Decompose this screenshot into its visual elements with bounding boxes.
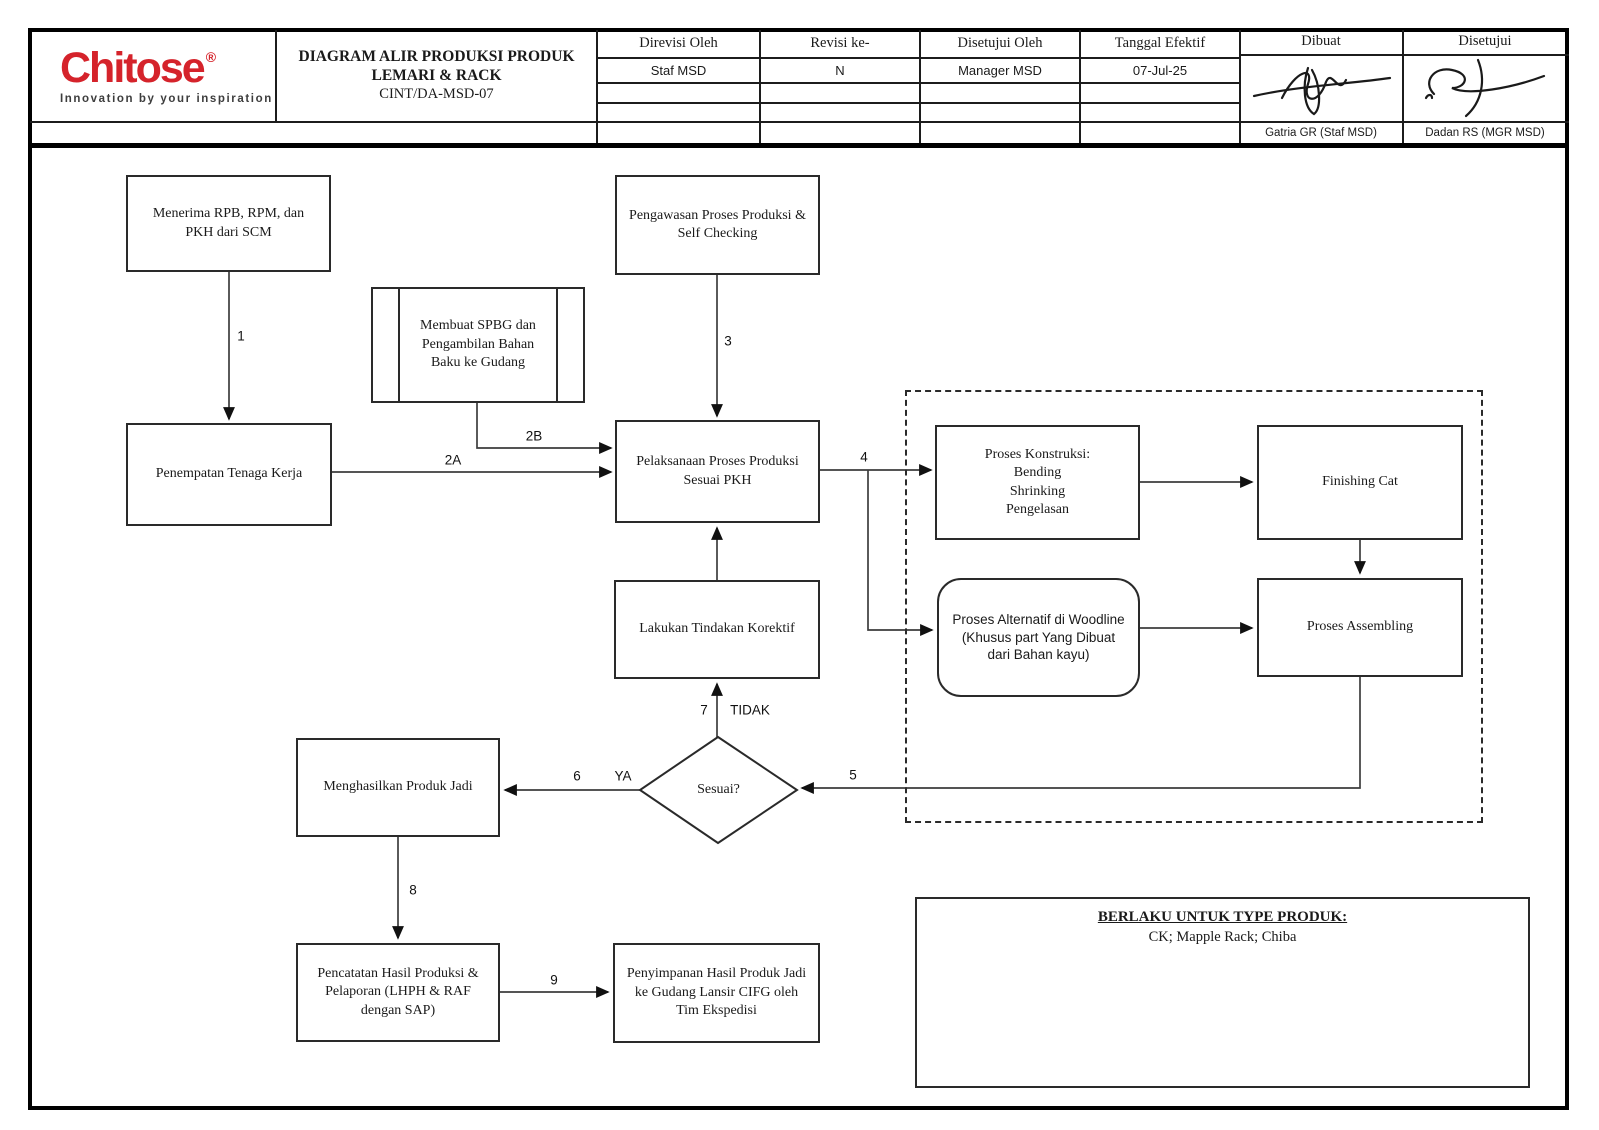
edge-label-2b: 2B (525, 428, 543, 444)
signature-dibuat (1252, 66, 1392, 116)
cell-direvisi-value: Staf MSD (650, 62, 707, 78)
node-membuat-spbg: Membuat SPBG dan Pengambilan Bahan Baku … (371, 287, 585, 403)
note-title: BERLAKU UNTUK TYPE PRODUK: (1097, 909, 1348, 925)
table-col-divider-2 (919, 30, 921, 143)
edge-2b (476, 403, 613, 454)
decision-sesuai-label: Sesuai? (697, 782, 740, 797)
node-proses-konstruksi: Proses Konstruksi: Bending Shrinking Pen… (935, 425, 1140, 540)
node-finishing-cat: Finishing Cat (1257, 425, 1463, 540)
table-row-line-2 (596, 102, 1241, 104)
edge-label-1: 1 (237, 328, 245, 344)
edge-label-4: 4 (860, 449, 868, 465)
note-body: CK; Mapple Rack; Chiba (1148, 929, 1297, 945)
node-menerima-rpb: Menerima RPB, RPM, dan PKH dari SCM (126, 175, 331, 272)
header-inner-hline (30, 121, 1569, 123)
node-pelaksanaan: Pelaksanaan Proses Produksi Sesuai PKH (615, 420, 820, 523)
node-membuat-spbg-label: Membuat SPBG dan Pengambilan Bahan Baku … (420, 318, 536, 371)
edge-label-5: 5 (849, 767, 857, 783)
brand-tagline: Innovation by your inspiration (60, 93, 273, 105)
edge-label-3: 3 (724, 333, 732, 349)
col-header-revisi: Revisi ke- (810, 35, 870, 51)
edge-label-6: 6 (573, 768, 581, 784)
edge-5 (800, 677, 1361, 794)
document-title-line1: DIAGRAM ALIR PRODUKSI PRODUK (298, 47, 575, 65)
product-type-note: BERLAKU UNTUK TYPE PRODUK: CK; Mapple Ra… (915, 897, 1530, 1088)
approval-header-underline (1239, 54, 1569, 56)
edge-label-tidak: TIDAK (730, 702, 770, 718)
brand-text: Chitose (60, 44, 206, 92)
col-header-direvisi: Direvisi Oleh (639, 35, 718, 51)
node-menghasilkan: Menghasilkan Produk Jadi (296, 738, 500, 837)
node-pengawasan: Pengawasan Proses Produksi & Self Checki… (615, 175, 820, 275)
registered-mark: ® (205, 49, 217, 65)
node-penyimpanan: Penyimpanan Hasil Produk Jadi ke Gudang … (613, 943, 820, 1043)
table-approval-divider (1239, 30, 1241, 143)
table-col-divider-1 (759, 30, 761, 143)
edge-4-woodline (867, 470, 934, 636)
document-code: CINT/DA-MSD-07 (379, 86, 494, 103)
title-table-divider (596, 30, 598, 143)
approval-header-dibuat: Dibuat (1301, 33, 1341, 49)
approval-header-disetujui: Disetujui (1458, 33, 1512, 49)
cell-disetujui-value: Manager MSD (958, 62, 1042, 78)
node-pencatatan: Pencatatan Hasil Produksi & Pelaporan (L… (296, 943, 500, 1042)
page-border (28, 28, 1569, 1110)
cell-tanggal-value: 07-Jul-25 (1132, 62, 1188, 78)
subprocess-dashed-region (905, 390, 1483, 823)
header-bottom-separator (30, 143, 1569, 148)
document-title-block: DIAGRAM ALIR PRODUKSI PRODUK LEMARI & RA… (276, 30, 597, 122)
signature-disetujui (1424, 58, 1546, 118)
table-col-divider-3 (1079, 30, 1081, 143)
node-lakukan-korektif: Lakukan Tindakan Korektif (614, 580, 820, 679)
edge-label-7: 7 (700, 702, 708, 718)
logo-title-divider (275, 30, 277, 122)
edge-label-8: 8 (409, 882, 417, 898)
document-title-line2: LEMARI & RACK (371, 66, 502, 84)
approver-name-disetujui: Dadan RS (MGR MSD) (1425, 126, 1545, 139)
node-penempatan: Penempatan Tenaga Kerja (126, 423, 332, 526)
cell-revisi-value: N (835, 62, 845, 78)
node-woodline-alternatif: Proses Alternatif di Woodline (Khusus pa… (937, 578, 1140, 697)
predefined-bar-right (556, 288, 558, 402)
edge-label-9: 9 (550, 972, 558, 988)
table-header-underline (596, 57, 1241, 59)
company-logo: Chitose ® Innovation by your inspiration (30, 30, 276, 122)
approval-col-divider (1402, 30, 1404, 143)
approver-name-dibuat: Gatria GR (Staf MSD) (1265, 126, 1377, 139)
predefined-bar-left (398, 288, 400, 402)
col-header-tanggal: Tanggal Efektif (1114, 35, 1206, 51)
decision-diamond (638, 735, 799, 845)
table-row-line-1 (596, 82, 1241, 84)
node-proses-assembling: Proses Assembling (1257, 578, 1463, 677)
col-header-disetujui-oleh: Disetujui Oleh (957, 35, 1043, 51)
edge-label-ya: YA (614, 768, 632, 784)
edge-label-2a: 2A (444, 452, 462, 468)
